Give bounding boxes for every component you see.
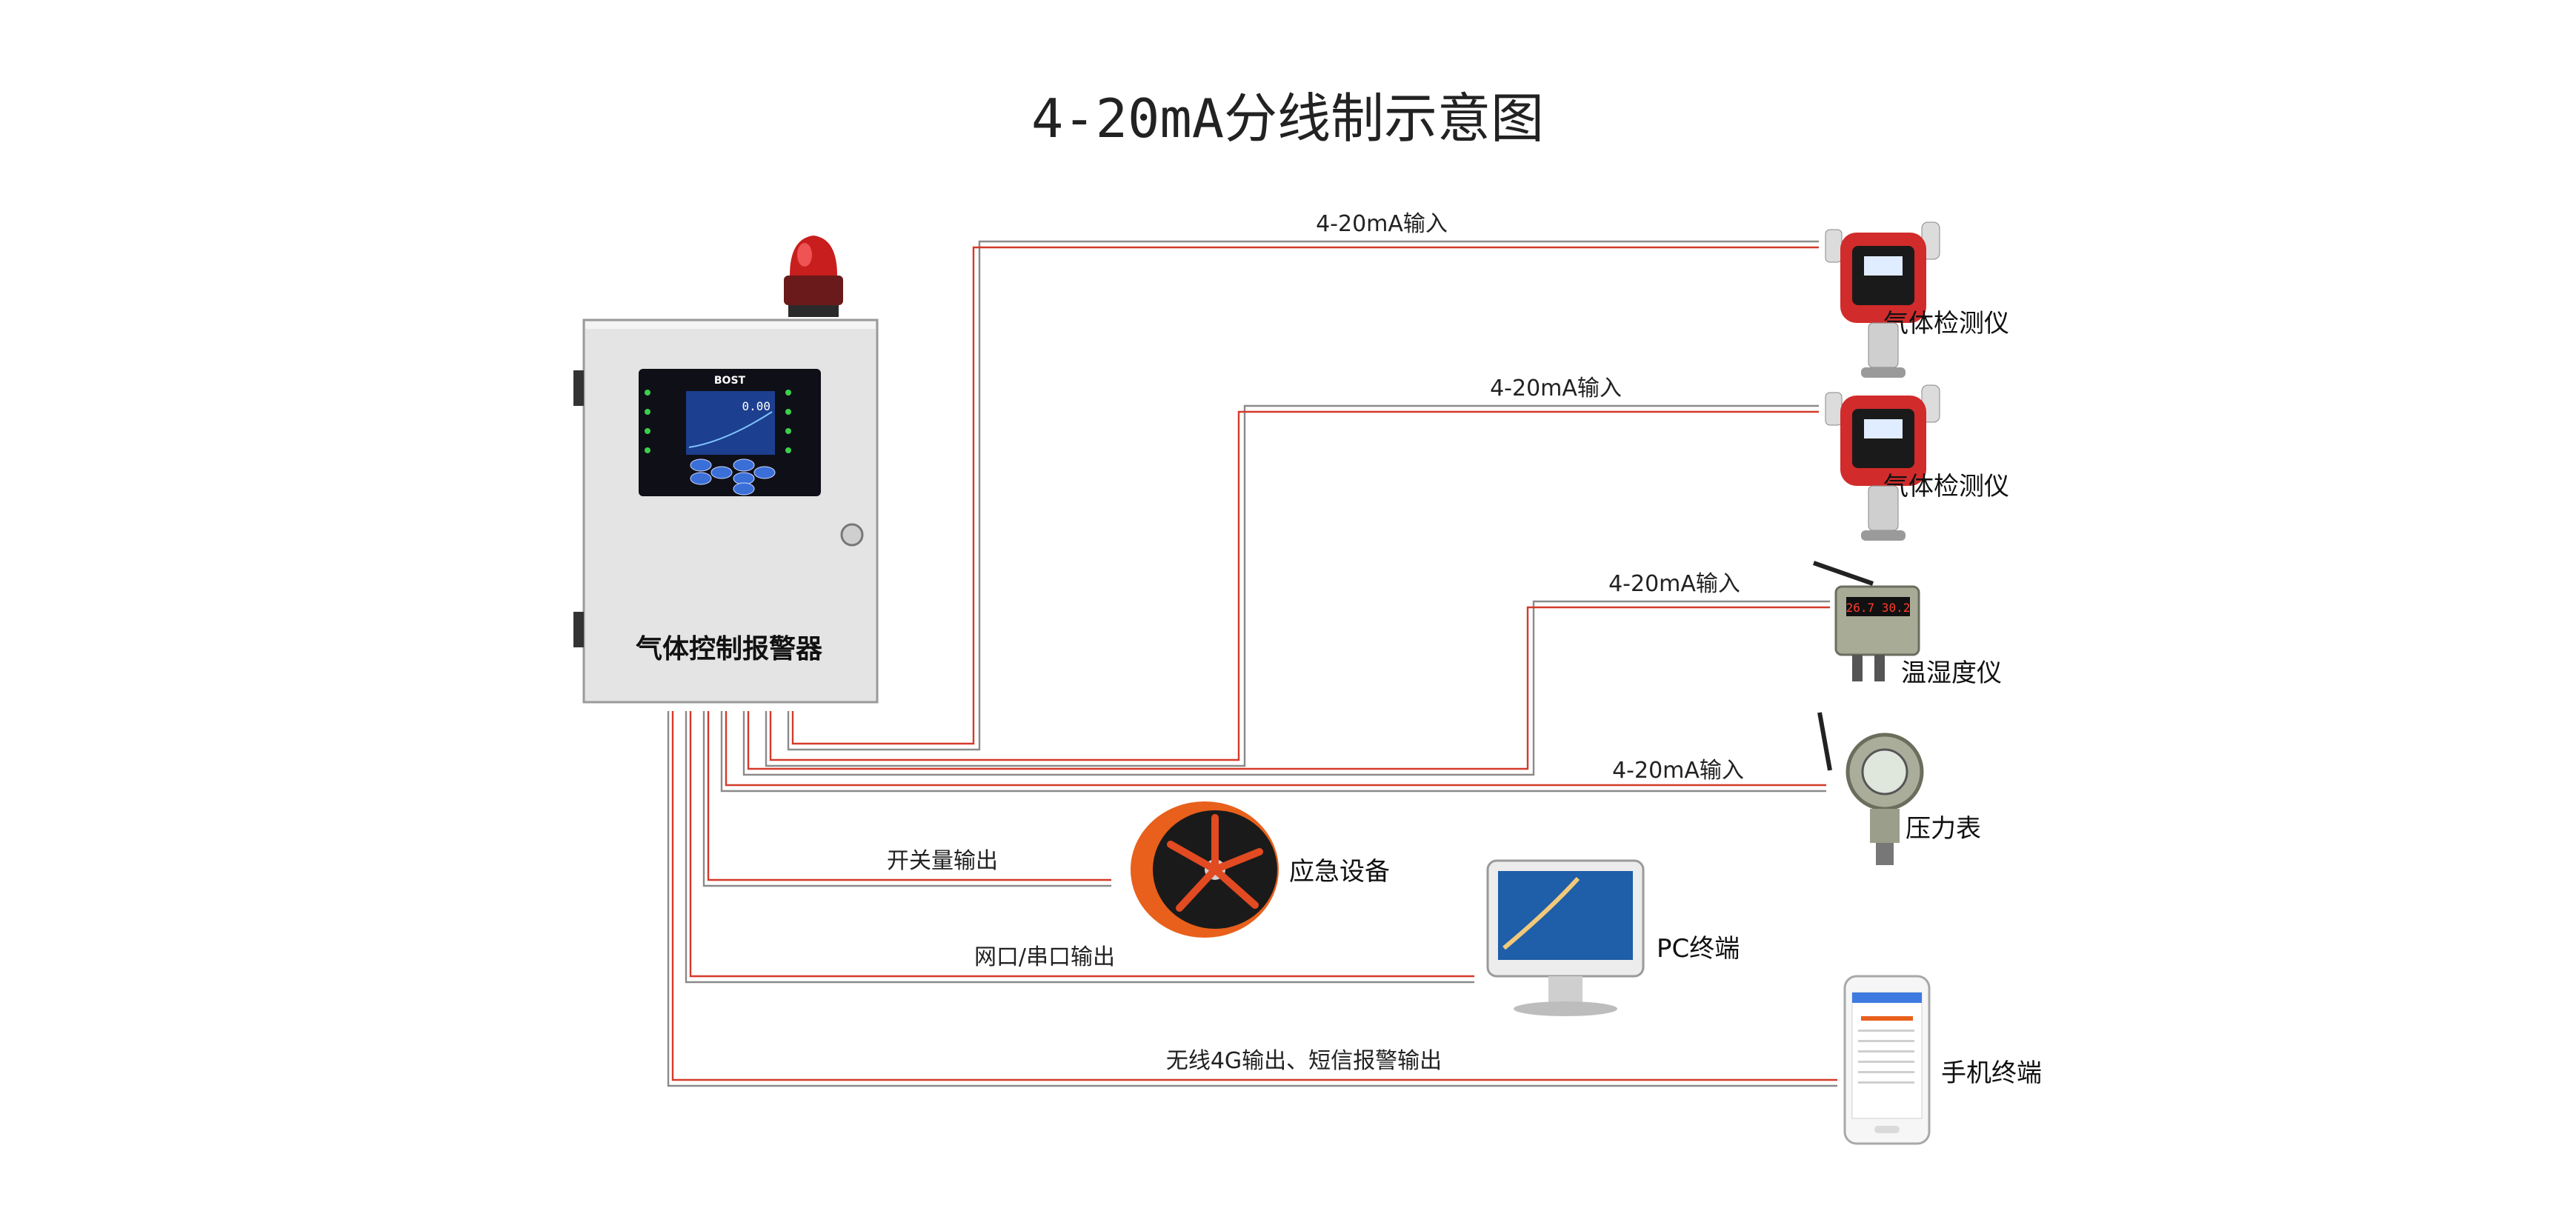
device-label-1: 气体检测仪 [1883, 309, 2009, 338]
link-label-3: 4-20mA输入 [1608, 571, 1740, 597]
gas-alarm-controller: BOST 0.00 气体控制报警器 [573, 318, 879, 704]
wire-link-1-inner [791, 246, 1819, 745]
gas-detector-2 [1825, 384, 1940, 541]
brand-logo: BOST [714, 375, 746, 387]
device-label-3: 温湿度仪 [1901, 658, 2002, 688]
wire-link-3-inner [747, 606, 1830, 770]
device-label-5: 应急设备 [1289, 857, 1390, 887]
wire-link-2-outer [765, 404, 1819, 767]
pressure-gauge [1817, 712, 1924, 865]
diagram-title: 4-20mA分线制示意图 [1031, 87, 1544, 150]
pc-terminal [1486, 859, 1645, 1016]
link-label-4: 4-20mA输入 [1612, 758, 1744, 784]
link-label-5: 开关量输出 [887, 848, 998, 874]
wire-link-2-inner [769, 410, 1819, 761]
wire-link-3-outer [742, 600, 1830, 776]
temp-humidity-meter: 26.7 30.2 [1813, 561, 1920, 681]
gas-detector-1 [1825, 221, 1940, 378]
device-label-6: PC终端 [1657, 934, 1740, 964]
humidity-readout: 26.7 30.2 [1846, 601, 1911, 615]
link-label-6: 网口/串口输出 [974, 944, 1115, 970]
wire-link-6-outer [685, 711, 1474, 984]
link-label-1: 4-20mA输入 [1316, 211, 1448, 237]
mobile-terminal [1843, 975, 1931, 1145]
link-label-2: 4-20mA输入 [1490, 376, 1622, 401]
wire-link-1-outer [787, 240, 1819, 751]
panel-buttons[interactable] [690, 458, 776, 496]
lock-icon [840, 523, 864, 547]
wire-link-7-outer [667, 711, 1837, 1087]
lcd-value: 0.00 [742, 399, 771, 413]
link-label-7: 无线4G输出、短信报警输出 [1166, 1048, 1442, 1074]
device-label-4: 压力表 [1906, 814, 1981, 844]
emergency-fan [1131, 801, 1279, 938]
wire-link-5-outer [702, 711, 1111, 887]
wire-link-5-inner [707, 711, 1111, 881]
device-label-7: 手机终端 [1941, 1058, 2042, 1088]
wire-link-6-inner [689, 711, 1474, 978]
wire-link-7-inner [671, 711, 1837, 1081]
wire-link-4-inner [725, 711, 1826, 787]
controller-label: 气体控制报警器 [636, 633, 823, 664]
connection-wires [667, 240, 1837, 1087]
device-label-2: 气体检测仪 [1883, 472, 2009, 501]
status-leds [645, 390, 791, 453]
lcd-screen [686, 391, 775, 455]
wire-link-4-outer [720, 711, 1826, 793]
alarm-beacon [784, 236, 843, 317]
